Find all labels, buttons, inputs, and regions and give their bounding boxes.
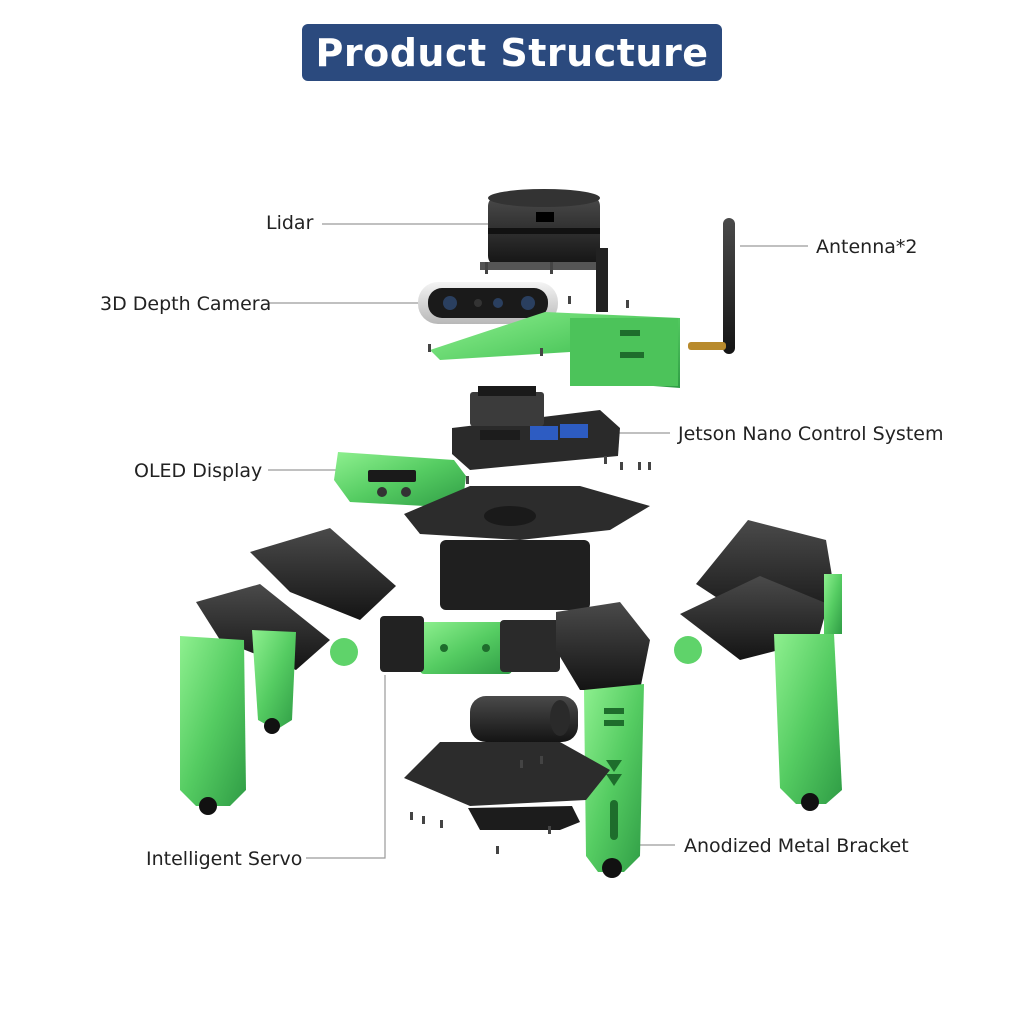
lidar-part [480, 189, 608, 270]
label-depth-camera: 3D Depth Camera [100, 293, 272, 315]
page-title: Product Structure [315, 30, 709, 75]
label-servo: Intelligent Servo [146, 848, 303, 870]
title-banner: Product Structure [302, 24, 722, 81]
label-oled: OLED Display [134, 460, 263, 482]
antenna-part [688, 218, 735, 354]
battery-pack [470, 696, 578, 742]
label-antenna: Antenna*2 [816, 236, 918, 258]
screws [410, 262, 651, 854]
robot-body [380, 540, 590, 674]
leg-middle-front [556, 602, 650, 878]
jetson-board-part [452, 386, 620, 470]
lower-chassis-plate [404, 742, 610, 830]
oled-display-part [334, 452, 466, 508]
leader-lines [268, 223, 808, 859]
leg-front-left [180, 528, 396, 815]
label-lidar: Lidar [266, 212, 314, 234]
upper-chassis-plate [404, 486, 650, 540]
top-mount-plate [430, 248, 680, 388]
servo-leader [306, 675, 386, 859]
label-jetson: Jetson Nano Control System [678, 423, 944, 445]
depth-camera-part [418, 282, 558, 324]
label-bracket: Anodized Metal Bracket [684, 835, 909, 857]
leg-front-right [674, 520, 842, 811]
